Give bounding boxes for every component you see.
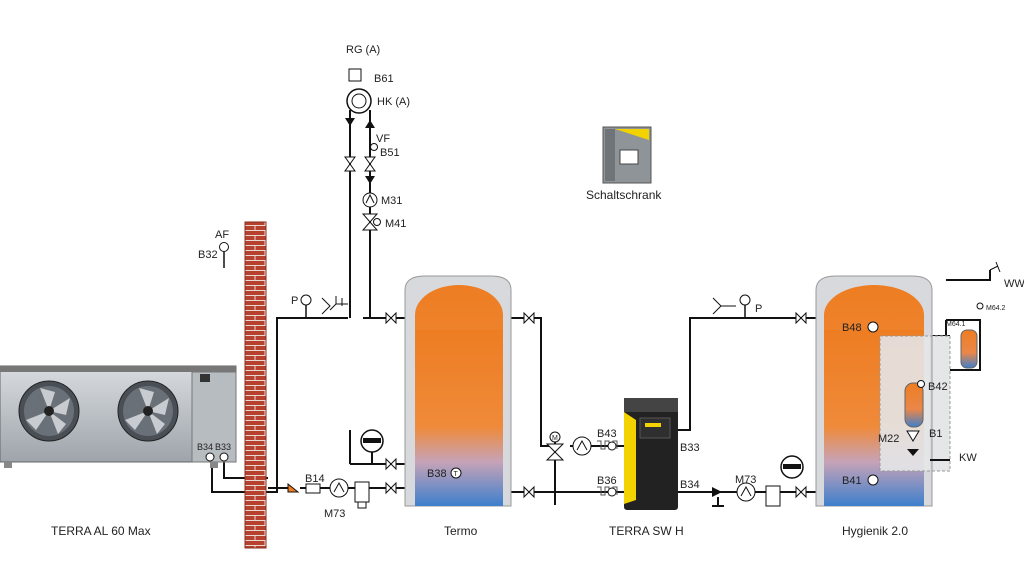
valve-icon [906,430,920,442]
valve-icon [385,311,397,325]
heat-exchanger-icon [904,382,924,428]
tap-icon [989,261,1001,273]
dirt-separator-icon [354,481,370,503]
vf-label: VF [376,133,390,145]
hp-sensor-b34: B34 [680,479,700,491]
valve-icon [523,485,535,499]
flow-sensor-label: B51 [380,147,400,159]
outdoor-unit-caption: TERRA AL 60 Max [51,524,151,538]
fan-right-icon [117,380,179,442]
brick-wall [244,221,267,549]
flow-sensor-icon [370,143,378,151]
valve-icon [344,156,356,172]
flow-meter-icon [305,483,321,494]
pump-m73-icon [329,478,349,498]
flow-arrow-up-icon [365,120,375,128]
svg-text:T: T [454,471,459,478]
hp-sensor-b33: B33 [680,442,700,454]
termo-caption: Termo [444,524,478,538]
heat-pump-unit [624,398,678,510]
pump-m73-label-left: M73 [324,508,345,520]
pump-m73-right-icon [736,482,756,502]
outdoor-sensor-label: B32 [198,249,218,261]
hp-sensor-b36: B36 [597,475,617,487]
m64-2-label: M64.2 [986,305,1006,312]
termo-sensor-label: B38 [427,468,447,480]
room-sensor-icon [348,68,362,82]
valve-icon [364,156,376,172]
kw-label: KW [959,452,977,464]
valve-icon [795,485,807,499]
room-sensor-label: B61 [374,73,394,85]
control-cabinet-icon [602,126,652,184]
pressure-gauge-icon [300,294,312,306]
pump-m31-label: M31 [381,195,402,207]
rg-label: RG (A) [346,44,380,56]
sensor-b48-label: B48 [842,322,862,334]
pump-icon [362,192,378,208]
sensor-b1-label: B1 [929,428,942,440]
filter-icon [287,482,300,493]
svg-text:M: M [552,435,558,442]
pressure-gauge-icon [739,294,751,306]
temp-sensor-icon [205,452,215,462]
heat-pump-caption: TERRA SW H [609,524,684,538]
dirt-separator-icon [765,485,781,507]
pump-m22-label: M22 [878,433,899,445]
pump-m73-label-right: M73 [735,474,756,486]
ww-label: WW [1004,278,1024,290]
check-valve-icon [365,176,375,184]
temp-sensor-icon [450,467,462,479]
valve-icon [523,311,535,325]
sensor-b41-label: B41 [842,475,862,487]
unit-sensor-b33: B33 [215,442,231,452]
flex-hose-icon [597,440,618,450]
hygienik-caption: Hygienik 2.0 [842,524,908,538]
valve-icon [385,481,397,495]
sensor-b14-label: B14 [305,473,325,485]
pump-icon [572,436,592,456]
pressure-label-left: P [291,295,298,307]
temp-sensor-icon [867,474,879,486]
pump-m22-icon [907,449,919,456]
flex-hose-icon [597,486,618,496]
outdoor-af-label: AF [215,229,229,241]
mixer-m41-label: M41 [385,218,406,230]
temp-sensor-icon [867,321,879,333]
pressure-label-right: P [755,303,762,315]
safety-valve-icon [321,296,348,315]
unit-sensor-b34: B34 [197,442,213,452]
hp-sensor-b43: B43 [597,428,617,440]
fan-left-icon [18,380,80,442]
safety-valve-icon [712,297,736,315]
outdoor-sensor-icon [219,242,229,252]
m64-1-label: M64.1 [946,321,966,328]
check-valve-icon [712,487,722,497]
mixer-valve-icon [361,213,379,231]
valve-icon [795,311,807,325]
control-cabinet-caption: Schaltschrank [586,188,662,202]
temp-sensor-icon [219,452,229,462]
motor-valve-icon [549,431,561,443]
circulation-tank-icon [960,329,978,369]
sensor-b42-label: B42 [928,381,948,393]
valve-icon [385,457,397,471]
hk-label: HK (A) [377,96,410,108]
flow-arrow-down-icon [345,118,355,126]
